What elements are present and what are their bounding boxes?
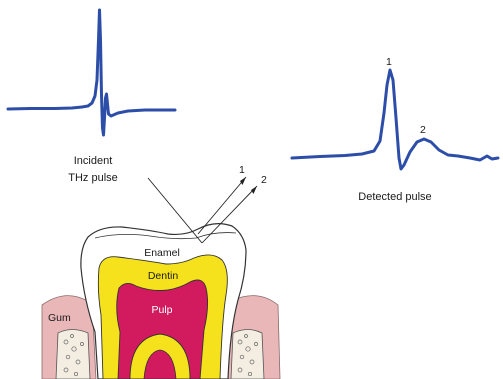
enamel-label: Enamel — [144, 247, 180, 259]
peak-2-label: 2 — [420, 124, 426, 136]
detected-waveform — [292, 70, 498, 169]
detected-label: Detected pulse — [358, 191, 431, 203]
pulp-label: Pulp — [151, 304, 172, 316]
reflected-ray-1-arrowhead — [240, 177, 246, 185]
ray-2-label: 2 — [261, 174, 267, 186]
ray-1-label: 1 — [239, 164, 245, 176]
peak-1-label: 1 — [386, 56, 392, 68]
incident-waveform — [8, 10, 175, 135]
gum-label: Gum — [48, 312, 71, 324]
incident-label-line2: THz pulse — [68, 172, 118, 184]
dentin-label: Dentin — [148, 270, 179, 282]
reflected-ray-2-arrowhead — [251, 186, 257, 194]
incident-label-line1: Incident — [74, 155, 113, 167]
